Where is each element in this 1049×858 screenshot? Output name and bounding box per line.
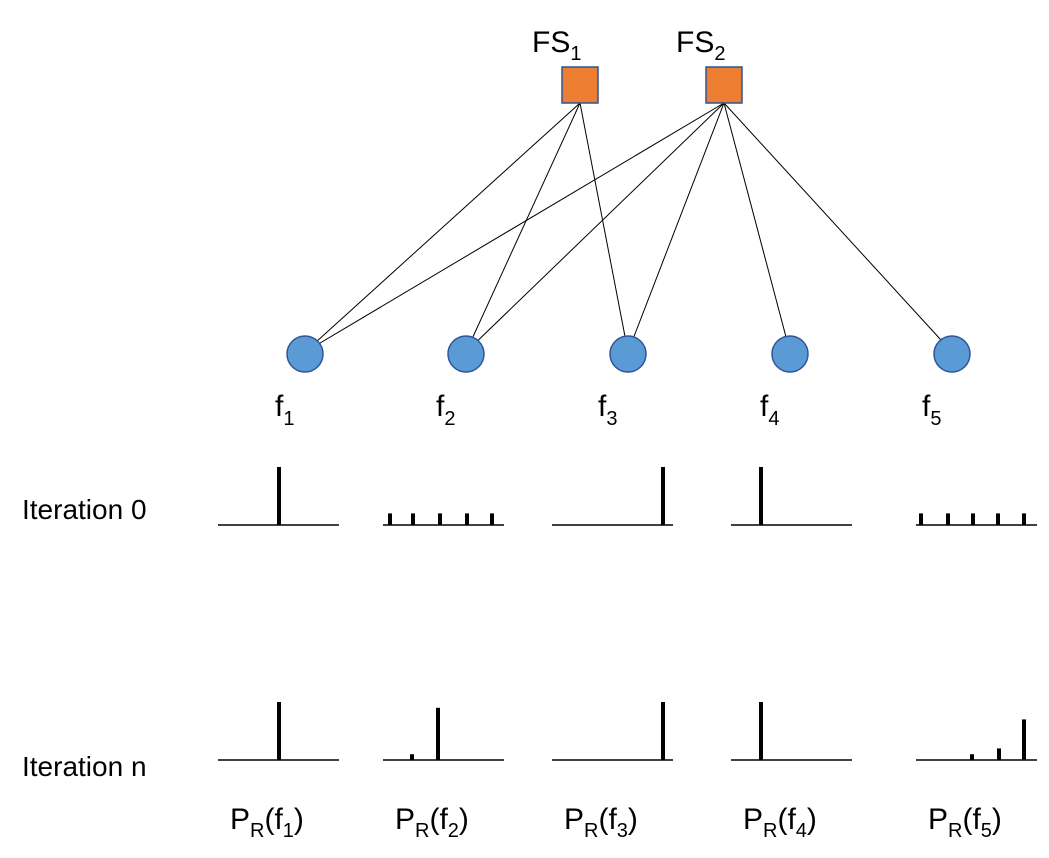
dist-bar-r0-f5-3 [996,513,1000,525]
dist-bar-r0-f2-0 [388,513,392,525]
variable-node-f1 [286,335,324,373]
factor-node-fs1 [561,66,599,104]
dist-bar-r1-f5-0 [970,754,974,760]
factor-node-fs2 [705,66,743,104]
nodes-layer [286,66,971,373]
dist-bar-r1-f3-0 [661,702,665,760]
dist-bar-r1-f1-0 [277,702,281,760]
dist-bar-r0-f2-4 [490,513,494,525]
dist-bar-r0-f5-4 [1022,513,1026,525]
variable-label-f4: f4 [760,390,779,430]
variable-node-f5 [933,335,971,373]
variable-label-f1: f1 [275,390,294,430]
edge-fs2-f1 [304,102,725,353]
variable-label-f3: f3 [598,390,617,430]
dist-bar-r0-f5-0 [919,513,923,525]
dist-bar-r0-f1-0 [277,467,281,525]
dist-bar-r1-f5-1 [997,748,1001,760]
caption-pr-f1: PR(f1) [230,803,304,842]
caption-pr-f4: PR(f4) [743,803,817,842]
variable-node-f4 [771,335,809,373]
edges-layer [304,102,953,353]
edge-fs2-f3 [627,102,725,353]
variable-node-f3 [609,335,647,373]
dist-bar-r0-f2-3 [465,513,469,525]
dist-bar-r1-f2-0 [410,754,414,760]
caption-pr-f5: PR(f5) [928,803,1002,842]
dist-bar-r0-f2-2 [438,513,442,525]
dist-bar-r1-f2-1 [436,707,440,760]
row-label-iteration-0: Iteration 0 [22,494,147,525]
caption-pr-f2: PR(f2) [395,803,469,842]
variable-node-f2 [447,335,485,373]
caption-pr-f3: PR(f3) [564,803,638,842]
dist-bar-r1-f4-0 [759,702,763,760]
edge-fs2-f5 [723,102,953,353]
dist-bar-r0-f5-1 [946,513,950,525]
edge-fs2-f4 [723,102,791,353]
variable-label-f2: f2 [436,390,455,430]
dist-bar-r0-f5-2 [971,513,975,525]
dist-bar-r0-f2-1 [411,513,415,525]
dist-bar-r0-f3-0 [661,467,665,525]
variable-label-f5: f5 [922,390,941,430]
distributions-layer [218,467,1037,761]
factor-label-fs1: FS1 [532,26,581,65]
edge-fs2-f2 [465,102,725,353]
factor-label-fs2: FS2 [676,26,725,65]
dist-bar-r1-f5-2 [1022,719,1026,760]
dist-bar-r0-f4-0 [759,467,763,525]
edge-fs1-f1 [304,102,581,353]
row-label-iteration-1: Iteration n [22,751,147,782]
edge-fs1-f3 [579,102,629,353]
edge-fs1-f2 [465,102,581,353]
